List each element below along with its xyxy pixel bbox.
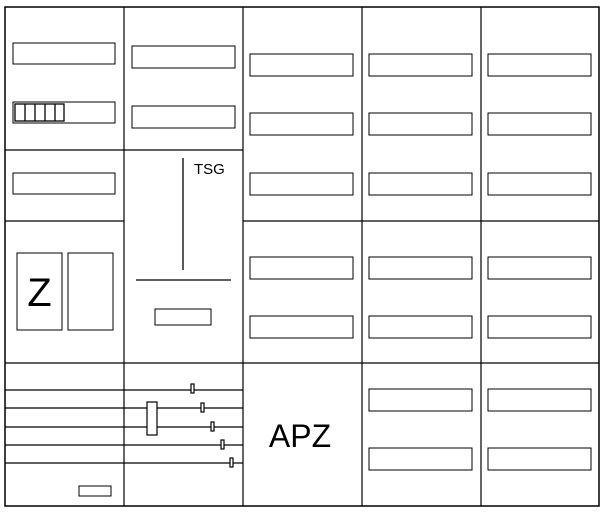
device-slot [131, 45, 236, 69]
device-slot [487, 388, 592, 412]
meter-symbol-label: Z [27, 271, 51, 315]
device-slot [368, 172, 473, 196]
meter-box [67, 252, 114, 331]
device-slot [249, 112, 354, 136]
device-slot [249, 315, 354, 339]
device-slot [368, 447, 473, 471]
device-slot [368, 53, 473, 77]
device-slot [249, 53, 354, 77]
device-slot [249, 256, 354, 280]
connector-pin [229, 457, 234, 468]
device-slot [368, 315, 473, 339]
device-slot [249, 172, 354, 196]
connector-block [124, 383, 243, 468]
device-slot [131, 105, 236, 129]
main-terminal-rails [5, 389, 124, 464]
panel-frame [4, 6, 600, 507]
column-2 [131, 45, 236, 326]
device-slot [487, 256, 592, 280]
device-slot [154, 308, 212, 326]
terminal-strip [14, 103, 65, 122]
device-slot [487, 112, 592, 136]
terminal-block [78, 485, 112, 497]
device-slots-grid [249, 53, 592, 471]
device-slot [12, 172, 116, 195]
tsg-label: TSG [194, 161, 225, 178]
device-slot [487, 315, 592, 339]
device-slot [487, 447, 592, 471]
apz-label: APZ [269, 418, 331, 454]
row-dividers [5, 149, 599, 364]
connector-pin [220, 439, 225, 450]
terminal-block [146, 401, 158, 436]
device-slot [12, 101, 116, 124]
connector-pin [200, 402, 205, 413]
column-dividers [123, 7, 482, 506]
device-slot [12, 42, 116, 65]
device-slot [487, 172, 592, 196]
column-1 [12, 42, 116, 331]
device-slot [487, 53, 592, 77]
connector-pin [190, 383, 195, 394]
device-slot [368, 112, 473, 136]
meter-box [16, 252, 63, 331]
device-slot [368, 388, 473, 412]
connector-pin [210, 421, 215, 432]
device-slot [368, 256, 473, 280]
